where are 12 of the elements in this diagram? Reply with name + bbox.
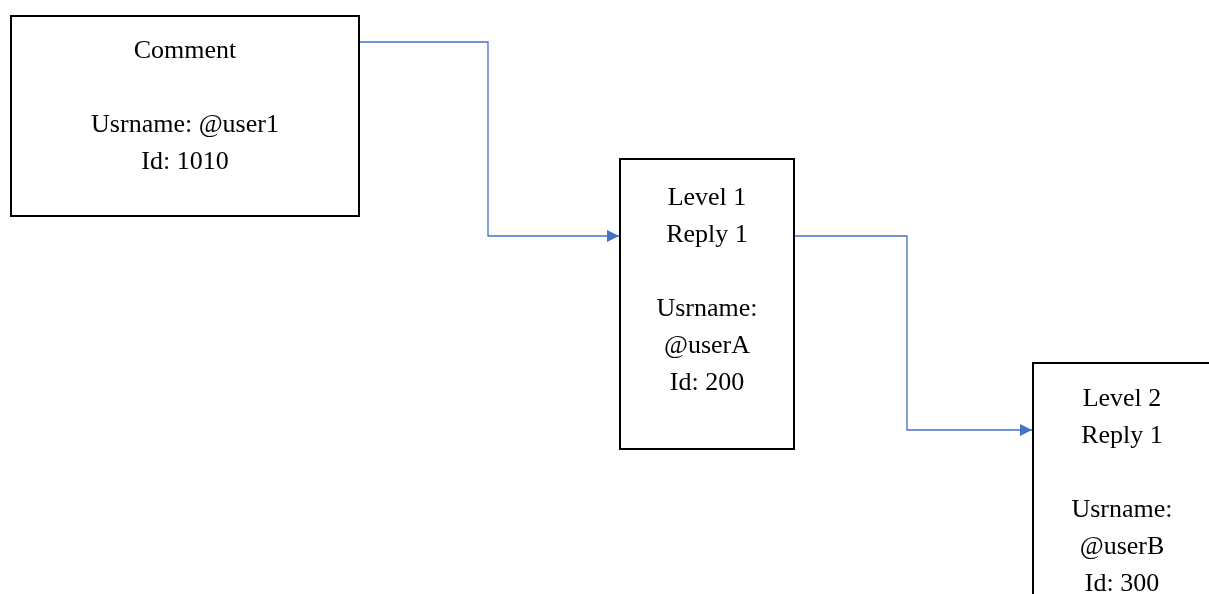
arrow	[359, 41, 620, 242]
reply-box	[1032, 362, 1209, 594]
box-text: Usrname: @user1	[90, 108, 280, 140]
reply-box	[10, 15, 360, 217]
box-text: Usrname: @userB Id: 300	[1070, 493, 1174, 594]
arrow	[794, 235, 1033, 436]
reply-box	[619, 158, 795, 450]
box-heading: Level 2 Reply 1	[1080, 382, 1164, 451]
box-heading: Comment	[132, 34, 238, 66]
box-text: Id: 1010	[140, 145, 230, 177]
box-heading: Level 1 Reply 1	[665, 181, 749, 250]
box-text: Usrname: @userA Id: 200	[655, 292, 759, 398]
